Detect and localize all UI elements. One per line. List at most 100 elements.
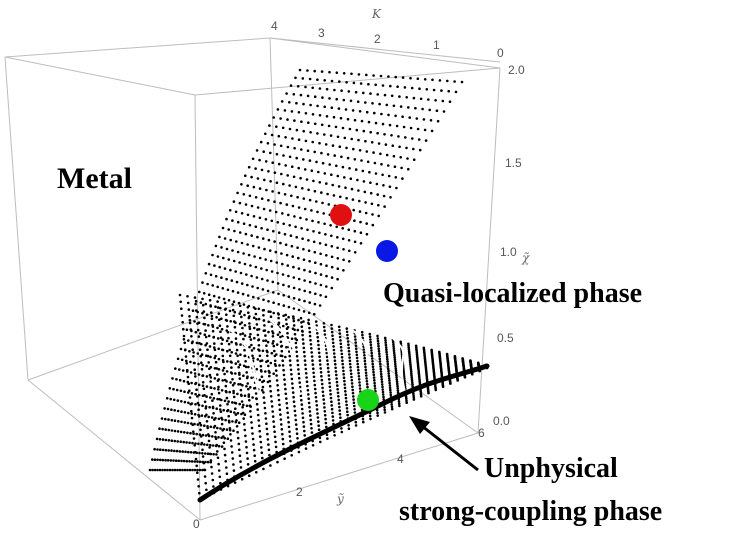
surface-dot	[350, 382, 354, 385]
surface-dot	[310, 355, 314, 358]
surface-dot	[419, 395, 423, 398]
surface-dot	[247, 253, 251, 257]
surface-dot	[213, 387, 216, 390]
metal-phase-label: Metal	[57, 162, 132, 195]
surface-dot	[277, 292, 280, 296]
surface-dot	[361, 169, 365, 173]
surface-dot	[369, 92, 372, 95]
surface-dot	[205, 420, 209, 423]
surface-dot	[183, 431, 186, 434]
surface-dot	[297, 372, 301, 376]
surface-dot	[394, 75, 398, 79]
surface-dot	[244, 434, 247, 438]
surface-dot	[197, 403, 201, 407]
surface-dot	[209, 386, 213, 390]
surface-dot	[296, 246, 299, 249]
surface-dot	[224, 460, 227, 463]
surface-dot	[290, 194, 293, 198]
surface-dot	[193, 368, 196, 372]
surface-dot	[332, 345, 335, 348]
surface-dot	[354, 424, 358, 427]
surface-dot	[372, 151, 375, 154]
surface-dot	[290, 244, 294, 248]
surface-dot	[379, 365, 382, 368]
surface-dot	[170, 439, 174, 443]
surface-dot	[284, 136, 287, 139]
surface-dot	[384, 143, 388, 146]
surface-dot	[271, 410, 275, 413]
surface-dot	[395, 124, 399, 128]
surface-dot	[198, 421, 202, 425]
surface-dot	[383, 406, 386, 409]
surface-dot	[233, 325, 237, 329]
surface-dot	[258, 216, 262, 220]
surface-dot	[244, 174, 247, 177]
surface-dot	[289, 363, 292, 367]
unphysical-phase-label-line1: Unphysical	[484, 453, 618, 484]
surface-dot	[201, 448, 204, 452]
surface-dot	[225, 247, 229, 251]
surface-dot	[428, 108, 432, 112]
surface-dot	[343, 136, 347, 140]
surface-dot	[397, 135, 400, 138]
surface-dot	[278, 403, 281, 407]
surface-dot	[234, 337, 238, 340]
surface-dot	[296, 85, 300, 88]
surface-dot	[263, 178, 266, 182]
surface-dot	[230, 351, 233, 354]
surface-dot	[199, 354, 202, 358]
surface-dot	[267, 320, 271, 324]
surface-dot	[285, 345, 288, 349]
surface-dot	[274, 210, 278, 214]
surface-dot	[320, 191, 323, 194]
surface-dot	[338, 332, 342, 335]
surface-dot	[245, 451, 249, 455]
surface-dot	[339, 339, 342, 342]
surface-dot	[387, 377, 391, 380]
surface-dot	[300, 227, 303, 230]
surface-dot	[279, 117, 282, 120]
surface-dot	[176, 399, 180, 402]
surface-dot	[364, 371, 368, 375]
surface-dot	[227, 414, 230, 418]
surface-dot	[332, 348, 336, 352]
surface-dot	[429, 119, 433, 122]
surface-dot	[272, 420, 275, 423]
surface-dot	[342, 373, 346, 376]
surface-dot	[432, 88, 436, 92]
surface-dot	[340, 356, 344, 359]
surface-dot	[308, 77, 312, 81]
surface-dot	[214, 360, 218, 364]
surface-dot	[232, 391, 235, 395]
surface-dot	[316, 132, 319, 135]
surface-dot	[187, 339, 190, 342]
surface-dot	[164, 438, 168, 442]
surface-dot	[255, 317, 258, 321]
surface-dot	[348, 167, 351, 170]
surface-dot	[217, 312, 221, 315]
surface-dot	[217, 385, 220, 389]
surface-dot	[322, 322, 326, 325]
surface-dot	[226, 331, 230, 334]
surface-dot	[216, 373, 219, 376]
surface-dot	[271, 415, 275, 418]
surface-dot	[215, 443, 218, 447]
surface-dot	[346, 117, 350, 121]
surface-dot	[342, 376, 346, 380]
surface-dot	[294, 76, 297, 80]
surface-dot	[213, 348, 217, 352]
surface-dot	[226, 349, 229, 353]
surface-dot	[178, 450, 182, 453]
surface-dot	[219, 330, 222, 334]
surface-dot	[261, 385, 265, 389]
surface-dot	[334, 370, 338, 373]
surface-dot	[217, 417, 221, 421]
surface-dot	[383, 205, 386, 208]
surface-dot	[250, 274, 253, 278]
surface-dot	[201, 404, 204, 408]
surface-dot	[273, 430, 276, 434]
surface-dot	[334, 366, 337, 370]
surface-dot	[302, 346, 306, 350]
surface-dot	[205, 375, 209, 378]
surface-dot	[330, 276, 334, 279]
